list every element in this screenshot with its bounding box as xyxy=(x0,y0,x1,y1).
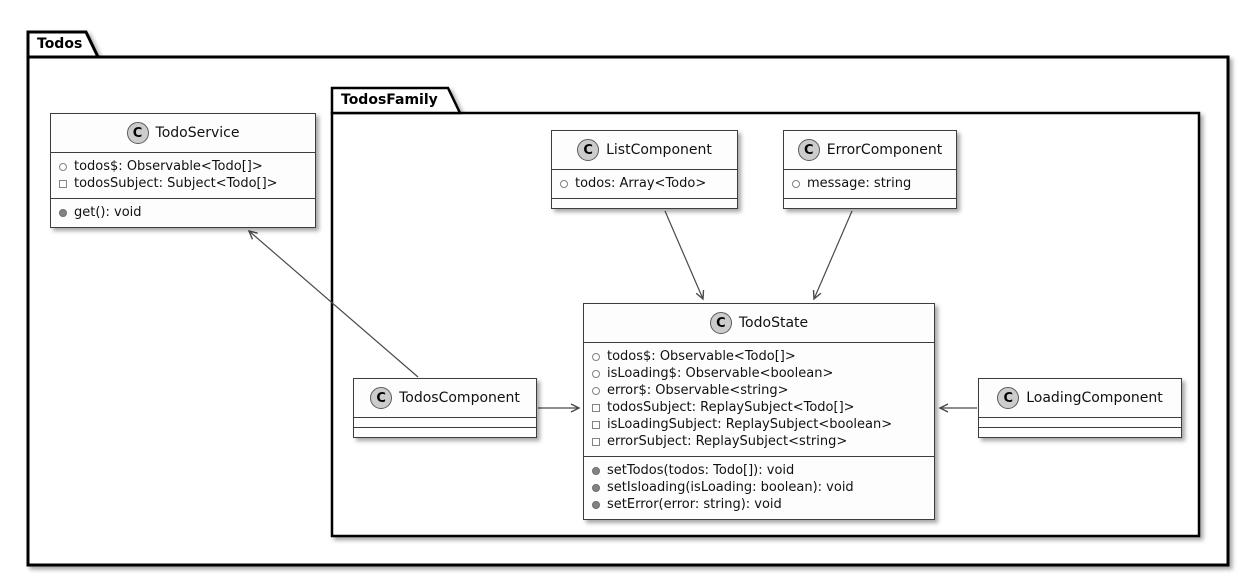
class-listcomponent-title: C ListComponent xyxy=(552,131,737,169)
method-text: get(): void xyxy=(74,205,142,220)
private-field-icon xyxy=(592,437,600,446)
relation-arrows xyxy=(247,210,977,413)
class-stereotype-icon: C xyxy=(577,139,600,161)
field-row: message: string xyxy=(792,175,948,192)
public-field-icon xyxy=(59,162,67,171)
field-text: message: string xyxy=(807,176,912,191)
class-todostate: C TodoState todos$: Observable<Todo[]> i… xyxy=(583,303,935,520)
fields-compartment: todos$: Observable<Todo[]> todosSubject:… xyxy=(51,152,315,198)
public-field-icon xyxy=(592,352,600,361)
field-row: todos: Array<Todo> xyxy=(560,175,729,192)
method-text: setIsloading(isLoading: boolean): void xyxy=(607,480,854,495)
class-name: LoadingComponent xyxy=(1026,390,1163,406)
empty-fields-compartment xyxy=(979,417,1181,427)
public-field-icon xyxy=(592,369,600,378)
field-text: isLoading$: Observable<boolean> xyxy=(607,366,834,381)
class-todoservice-title: C TodoService xyxy=(51,114,315,152)
empty-fields-compartment xyxy=(354,417,536,427)
private-field-icon xyxy=(592,403,600,412)
empty-methods-compartment xyxy=(552,198,737,208)
method-icon xyxy=(592,483,600,492)
empty-methods-compartment xyxy=(354,427,536,437)
method-icon xyxy=(592,466,600,475)
method-row: get(): void xyxy=(59,204,307,221)
package-label-todosfamily: TodosFamily xyxy=(341,92,438,108)
arrow-todoscomponent-to-todoservice xyxy=(247,229,419,378)
field-row: todosSubject: Subject<Todo[]> xyxy=(59,175,307,192)
field-row: todos$: Observable<Todo[]> xyxy=(592,348,926,365)
method-row: setTodos(todos: Todo[]): void xyxy=(592,462,926,479)
method-text: setTodos(todos: Todo[]): void xyxy=(607,463,795,478)
fields-compartment: message: string xyxy=(784,169,956,198)
class-todoservice: C TodoService todos$: Observable<Todo[]>… xyxy=(50,113,316,228)
field-row: isLoadingSubject: ReplaySubject<boolean> xyxy=(592,416,926,433)
field-text: todos$: Observable<Todo[]> xyxy=(74,159,263,174)
field-row: errorSubject: ReplaySubject<string> xyxy=(592,433,926,450)
class-stereotype-icon: C xyxy=(797,139,820,161)
field-text: todos: Array<Todo> xyxy=(575,176,707,191)
field-text: todosSubject: Subject<Todo[]> xyxy=(74,176,278,191)
private-field-icon xyxy=(59,179,67,188)
public-field-icon xyxy=(592,386,600,395)
field-row: todos$: Observable<Todo[]> xyxy=(59,158,307,175)
method-text: setError(error: string): void xyxy=(607,497,782,512)
field-row: error$: Observable<string> xyxy=(592,382,926,399)
class-errorcomponent-title: C ErrorComponent xyxy=(784,131,956,169)
private-field-icon xyxy=(592,420,600,429)
class-name: ErrorComponent xyxy=(826,142,943,158)
class-name: ListComponent xyxy=(606,142,712,158)
public-field-icon xyxy=(792,179,800,188)
class-name: TodoService xyxy=(155,125,240,141)
class-stereotype-icon: C xyxy=(370,387,393,409)
field-row: todosSubject: ReplaySubject<Todo[]> xyxy=(592,399,926,416)
method-icon xyxy=(59,208,67,217)
class-loadingcomponent: C LoadingComponent xyxy=(978,378,1182,438)
class-loadingcomponent-title: C LoadingComponent xyxy=(979,379,1181,417)
method-row: setIsloading(isLoading: boolean): void xyxy=(592,479,926,496)
empty-methods-compartment xyxy=(979,427,1181,437)
package-label-todos: Todos xyxy=(37,36,83,52)
class-stereotype-icon: C xyxy=(126,122,149,144)
field-text: isLoadingSubject: ReplaySubject<boolean> xyxy=(607,417,893,432)
class-name: TodoState xyxy=(738,315,809,331)
empty-methods-compartment xyxy=(784,198,956,208)
method-row: setError(error: string): void xyxy=(592,496,926,513)
field-row: isLoading$: Observable<boolean> xyxy=(592,365,926,382)
methods-compartment: setTodos(todos: Todo[]): void setIsloadi… xyxy=(584,456,934,519)
fields-compartment: todos: Array<Todo> xyxy=(552,169,737,198)
arrow-errorcomponent-to-todostate xyxy=(812,210,853,301)
field-text: errorSubject: ReplaySubject<string> xyxy=(607,434,848,449)
method-icon xyxy=(592,500,600,509)
class-name: TodosComponent xyxy=(399,390,520,406)
class-todoscomponent: C TodosComponent xyxy=(353,378,537,438)
class-listcomponent: C ListComponent todos: Array<Todo> xyxy=(551,130,738,209)
field-text: error$: Observable<string> xyxy=(607,383,789,398)
fields-compartment: todos$: Observable<Todo[]> isLoading$: O… xyxy=(584,342,934,456)
class-errorcomponent: C ErrorComponent message: string xyxy=(783,130,957,209)
class-todoscomponent-title: C TodosComponent xyxy=(354,379,536,417)
field-text: todos$: Observable<Todo[]> xyxy=(607,349,796,364)
field-text: todosSubject: ReplaySubject<Todo[]> xyxy=(607,400,855,415)
class-stereotype-icon: C xyxy=(997,387,1020,409)
methods-compartment: get(): void xyxy=(51,198,315,227)
class-todostate-title: C TodoState xyxy=(584,304,934,342)
public-field-icon xyxy=(560,179,568,188)
arrow-listcomponent-to-todostate xyxy=(664,210,705,301)
class-stereotype-icon: C xyxy=(709,312,732,334)
